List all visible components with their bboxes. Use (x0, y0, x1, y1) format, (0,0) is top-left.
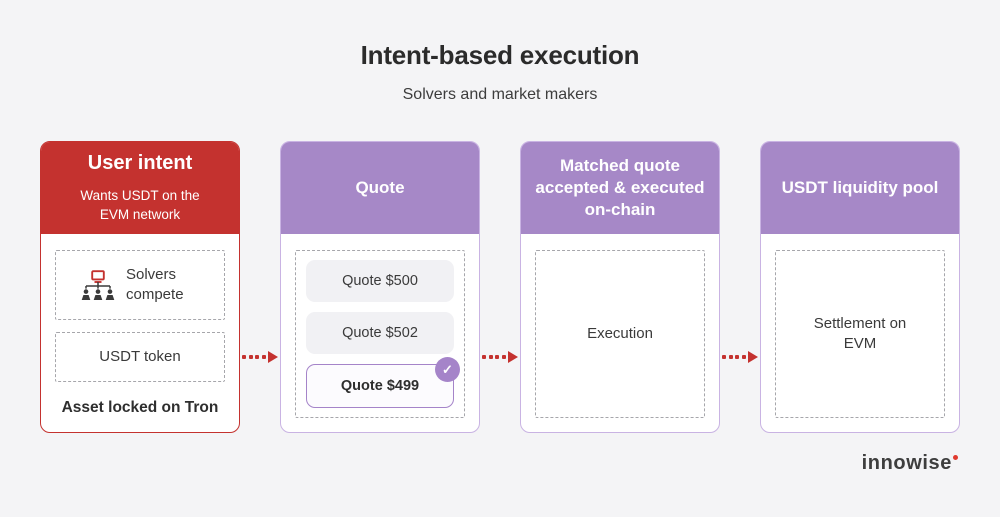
settlement-label: Settlement on EVM (813, 314, 907, 352)
card-user-intent-header: User intent Wants USDT on the EVM networ… (41, 142, 239, 234)
page-title: Intent-based execution (360, 40, 640, 70)
card-quote-body: Quote $500 Quote $502 Quote $499 ✓ (281, 234, 479, 432)
usdt-token-box: USDT token (55, 332, 225, 382)
card-user-intent-body: Solvers compete USDT token Asset locked … (41, 234, 239, 432)
solvers-compete-box: Solvers compete (55, 250, 225, 320)
arrow-head-icon (748, 351, 758, 363)
page-subtitle: Solvers and market makers (402, 86, 598, 103)
card-usdt-liquidity-pool-header: USDT liquidity pool (761, 142, 959, 234)
page-header: Intent-based execution Solvers and marke… (0, 0, 1000, 104)
card-matched-quote: Matched quote accepted & executed on-cha… (520, 141, 720, 433)
card-usdt-liquidity-pool-title: USDT liquidity pool (781, 178, 939, 198)
check-icon: ✓ (435, 357, 460, 382)
arrow-quote-to-matched (480, 351, 520, 363)
card-quote-title: Quote (355, 178, 405, 198)
asset-locked-note: Asset locked on Tron (61, 399, 219, 416)
card-matched-quote-body: Execution (521, 234, 719, 432)
usdt-token-label: USDT token (99, 347, 181, 365)
quote-chip-500: Quote $500 (306, 260, 454, 302)
card-quote-header: Quote (281, 142, 479, 234)
solvers-compete-label: Solvers compete (126, 265, 184, 303)
flow-diagram: User intent Wants USDT on the EVM networ… (40, 141, 960, 433)
card-matched-quote-header: Matched quote accepted & executed on-cha… (521, 142, 719, 234)
settlement-box: Settlement on EVM (775, 250, 945, 418)
card-matched-quote-title: Matched quote accepted & executed on-cha… (535, 156, 705, 219)
quote-chip-499-label: Quote $499 (340, 378, 420, 394)
arrow-user-intent-to-quote (240, 351, 280, 363)
card-quote: Quote Quote $500 Quote $502 Quote $499 ✓ (280, 141, 480, 433)
card-user-intent: User intent Wants USDT on the EVM networ… (40, 141, 240, 433)
logo-dot-icon (953, 455, 958, 460)
arrow-head-icon (268, 351, 278, 363)
quote-chip-499-selected: Quote $499 ✓ (306, 357, 460, 408)
quotes-box: Quote $500 Quote $502 Quote $499 ✓ (295, 250, 465, 418)
card-user-intent-subtitle: Wants USDT on the EVM network (80, 187, 200, 223)
quote-chip-502: Quote $502 (306, 312, 454, 354)
solvers-network-icon (80, 269, 116, 301)
arrow-head-icon (508, 351, 518, 363)
card-user-intent-title: User intent (87, 152, 193, 175)
innowise-logo-text: innowise (861, 452, 952, 474)
execution-box: Execution (535, 250, 705, 418)
execution-label: Execution (587, 324, 653, 342)
innowise-logo: innowise (862, 452, 958, 475)
card-usdt-liquidity-pool-body: Settlement on EVM (761, 234, 959, 432)
card-usdt-liquidity-pool: USDT liquidity pool Settlement on EVM (760, 141, 960, 433)
arrow-matched-to-pool (720, 351, 760, 363)
